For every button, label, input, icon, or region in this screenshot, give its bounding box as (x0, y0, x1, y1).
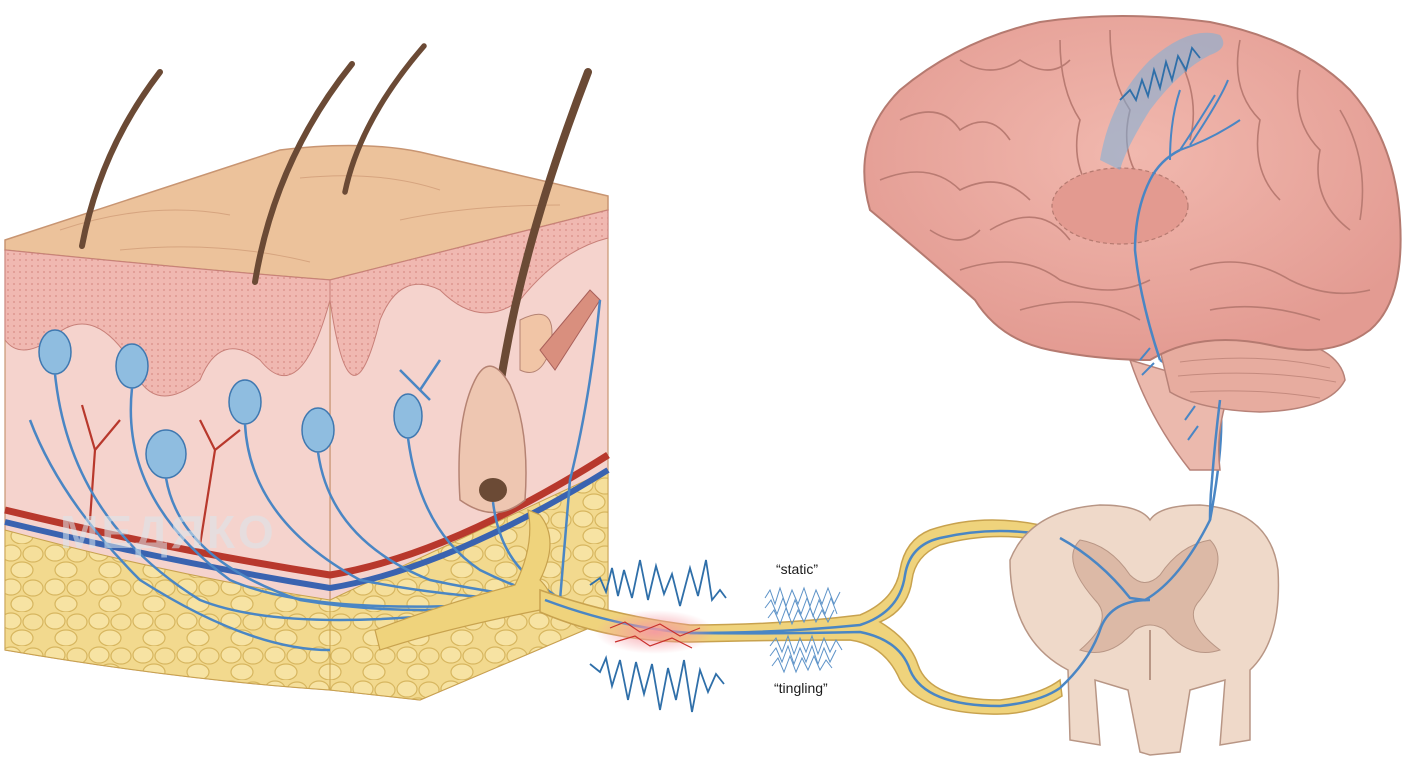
arteriole-branches (80, 404, 241, 546)
gray-matter (1072, 539, 1222, 653)
vein (4, 467, 610, 592)
upward-arrow-icon (1139, 347, 1199, 441)
artery (4, 452, 610, 579)
signal-wave-icon (1119, 46, 1201, 103)
hair-follicle (458, 365, 527, 514)
damage-crackle (614, 635, 693, 649)
damage-crackle (609, 621, 701, 637)
skin-creases (59, 175, 561, 263)
static-noise (764, 586, 841, 626)
brain (863, 15, 1402, 521)
hair (252, 61, 355, 285)
ascending-nerve-fiber (1133, 148, 1181, 361)
spinal-to-brain-tract (1208, 399, 1222, 521)
somatosensory-cortex-highlight (1100, 32, 1224, 171)
signal-wave-icon (589, 559, 727, 607)
signal-wave-icon (589, 655, 725, 713)
hair (79, 69, 163, 249)
brain-gyri (879, 29, 1371, 321)
spinal-cord-cross-section (1009, 358, 1280, 756)
hair (342, 43, 427, 195)
skin-block (4, 43, 610, 701)
peripheral-nerve: “static” “tingling” (539, 519, 1063, 715)
spinal-nerve-fiber (1059, 598, 1151, 689)
receptor (301, 407, 335, 453)
spinal-cord (1009, 504, 1280, 756)
static-label: “static” (776, 561, 818, 577)
receptor (145, 429, 187, 479)
damage-glow (595, 610, 715, 654)
cerebellum-folia (1177, 357, 1337, 399)
watermark: МЕДЯКО (60, 506, 277, 558)
receptor (393, 393, 423, 439)
tingling-noise (769, 634, 843, 674)
receptor (38, 329, 72, 375)
tingling-label: “tingling” (774, 680, 828, 696)
nerve-sheath (539, 519, 1063, 715)
receptor (228, 379, 262, 425)
peripheral-nerve-sheath-exit (374, 509, 551, 651)
hair-bulb (479, 478, 507, 502)
receptor (115, 343, 149, 389)
nerve-fiber (689, 630, 1061, 708)
epidermis-side (329, 209, 609, 376)
thalamus-region (1051, 167, 1189, 245)
cortical-branches (1169, 79, 1241, 161)
epidermis-layer (4, 249, 331, 397)
